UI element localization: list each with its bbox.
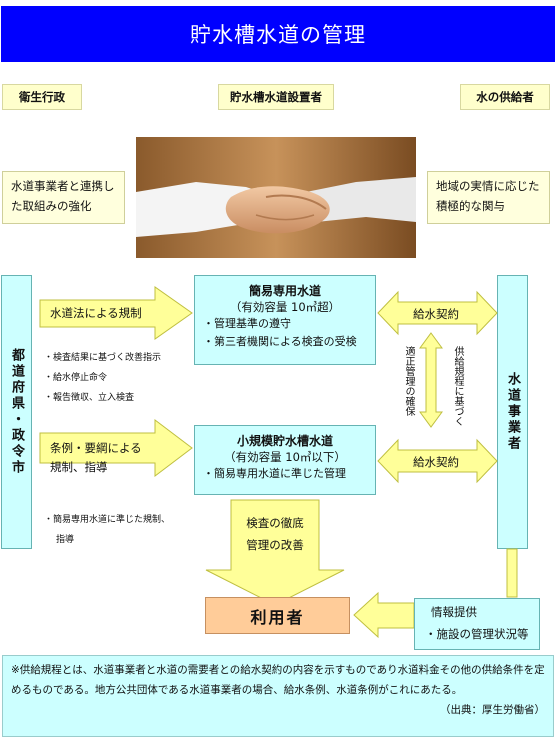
handshake-photo: [136, 137, 416, 258]
bullet-item: ・検査結果に基づく改善指示: [44, 353, 162, 363]
vertical-label-left: 適正管理の確保: [403, 346, 414, 416]
vertical-double-arrow: [419, 332, 443, 428]
bullet-item: ・給水停止命令: [44, 373, 108, 383]
page-title: 貯水槽水道の管理: [1, 6, 555, 62]
bullet-item: ・簡易専用水道に準じた規制、: [44, 515, 171, 525]
regulation-label-2a: 条例・要綱による: [50, 441, 142, 455]
box2-title: 小規模貯水槽水道: [236, 434, 333, 448]
header-health-admin: 衛生行政: [2, 84, 82, 110]
bullet-item: 指導: [56, 535, 75, 545]
water-utility-bar: 水道事業者: [497, 275, 528, 549]
contract-label-2: 給水契約: [413, 455, 459, 469]
footnote-source: （出典：厚生労働省）: [440, 704, 545, 716]
simple-water-box: 簡易専用水道 （有効容量 10㎥超） ・管理基準の遵守 ・第三者機関による検査の…: [194, 275, 376, 365]
prefecture-bar: 都道府県・政令市: [1, 275, 32, 549]
info-box: 情報提供 ・施設の管理状況等: [414, 598, 540, 650]
regulation-label-1: 水道法による規制: [50, 306, 142, 320]
info-arrow: [353, 591, 415, 639]
contract-label-1: 給水契約: [413, 307, 459, 321]
note-right: 地域の実情に応じた積極的な関与: [427, 171, 550, 224]
inspection-line: 管理の改善: [246, 538, 304, 552]
users-box: 利用者: [205, 597, 350, 634]
small-tank-box: 小規模貯水槽水道 （有効容量 10㎥以下） ・簡易専用水道に準じた管理: [194, 425, 376, 495]
header-installer: 貯水槽水道設置者: [218, 84, 334, 110]
bullets-list-2: ・簡易専用水道に準じた規制、 指導: [44, 510, 170, 550]
inspection-label: 検査の徹底 管理の改善: [236, 512, 314, 556]
box2-sub: （有効容量 10㎥以下）: [224, 450, 346, 464]
bullets-list-1: ・検査結果に基づく改善指示 ・給水停止命令 ・報告徴収、立入検査: [44, 348, 161, 408]
info-line: ・施設の管理状況等: [425, 627, 529, 641]
inspection-line: 検査の徹底: [246, 516, 304, 530]
note-left: 水道事業者と連携した取組みの強化: [2, 171, 125, 224]
box2-line: ・簡易専用水道に準じた管理: [203, 467, 346, 480]
info-line: 情報提供: [431, 605, 477, 619]
box1-line: ・管理基準の遵守: [203, 317, 291, 330]
box1-line: ・第三者機関による検査の受検: [203, 335, 357, 348]
regulation-label-2b: 規制、指導: [50, 460, 108, 474]
header-water-supplier: 水の供給者: [460, 84, 550, 110]
bullet-item: ・報告徴収、立入検査: [44, 393, 135, 403]
footnote: ※供給規程とは、水道事業者と水道の需要者との給水契約の内容を示すものであり水道料…: [2, 655, 554, 737]
box1-title: 簡易専用水道: [248, 284, 321, 298]
vertical-label-right: 供給規程に基づく: [452, 346, 463, 426]
footnote-text: ※供給規程とは、水道事業者と水道の需要者との給水契約の内容を示すものであり水道料…: [11, 664, 545, 696]
box1-sub: （有効容量 10㎥超）: [229, 300, 341, 314]
